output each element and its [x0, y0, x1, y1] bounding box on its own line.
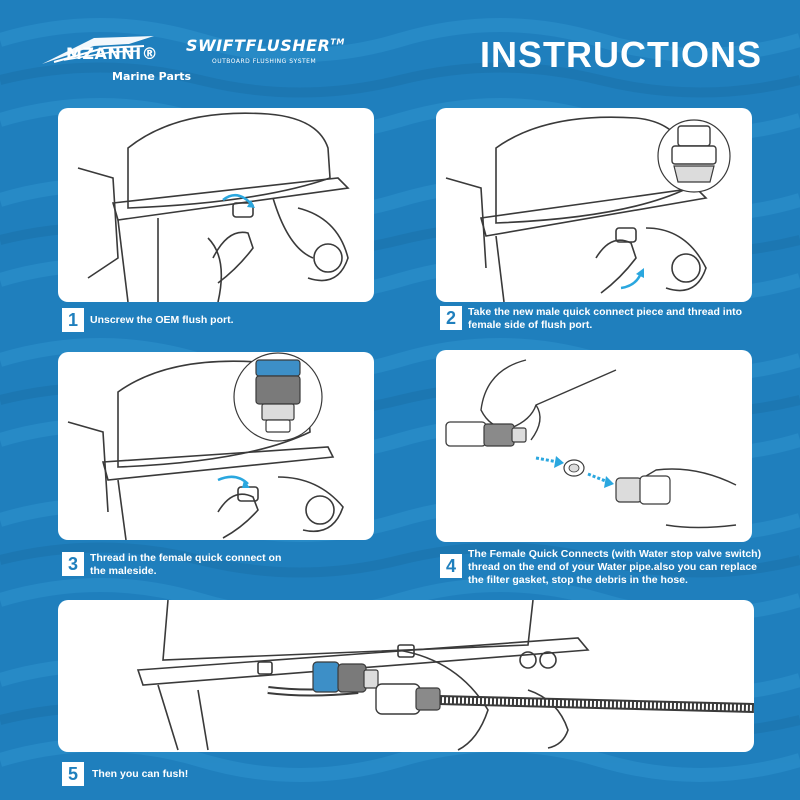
step-2-illustration	[436, 108, 752, 302]
page-title: INSTRUCTIONS	[480, 34, 762, 75]
step-5: 5 Then you can fush!	[62, 762, 362, 788]
step-3-number: 3	[62, 552, 84, 576]
female-connector-inset	[233, 352, 323, 442]
step-5-number: 5	[62, 762, 84, 786]
step-3-illustration	[58, 352, 374, 540]
step-5-text: Then you can fush!	[92, 768, 189, 780]
step-4-illustration	[436, 350, 752, 542]
step-1-text: Unscrew the OEM flush port.	[90, 314, 234, 326]
header: MZANNI® Marine Parts SWIFTFLUSHERTM OUTB…	[0, 0, 800, 100]
brand-subtitle: Marine Parts	[112, 70, 192, 83]
step-4-text: The Female Quick Connects (with Water st…	[468, 548, 762, 586]
outboard-engine-illustration	[77, 112, 350, 302]
outboard-engine-illustration	[445, 116, 731, 302]
step-4: 4 The Female Quick Connects (with Water …	[440, 548, 770, 588]
filter-gasket	[563, 459, 585, 477]
brand-name: MZANNI®	[66, 44, 159, 63]
step-5-illustration	[58, 600, 754, 752]
step-1: 1 Unscrew the OEM flush port.	[62, 308, 374, 334]
step-1-illustration	[58, 108, 374, 302]
step-3-text: Thread in the female quick connect on th…	[90, 552, 282, 577]
outboard-flushing-illustration	[136, 600, 754, 751]
product-tagline: OUTBOARD FLUSHING SYSTEM	[212, 58, 317, 65]
brand-boat-logo	[42, 36, 154, 64]
step-2-text: Take the new male quick connect piece an…	[468, 306, 743, 331]
hose	[267, 686, 754, 713]
step-4-number: 4	[440, 554, 462, 578]
male-connector-part	[615, 475, 671, 505]
step-3: 3 Thread in the female quick connect on …	[62, 550, 374, 580]
male-connector-inset	[657, 119, 731, 193]
connected-quick-connect	[312, 661, 441, 715]
hose-connector-illustration	[445, 359, 737, 529]
outboard-engine-illustration	[67, 352, 344, 540]
product-name: SWIFTFLUSHERTM	[186, 36, 345, 55]
female-connector-part	[445, 421, 527, 447]
step-1-number: 1	[62, 308, 84, 332]
step-2: 2 Take the new male quick connect piece …	[440, 304, 760, 334]
step-2-number: 2	[440, 306, 462, 330]
